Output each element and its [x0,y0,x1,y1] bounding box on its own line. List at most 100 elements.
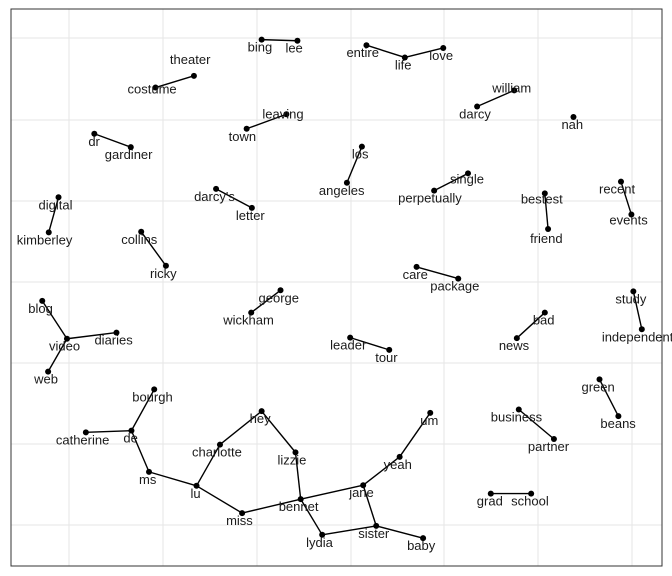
node-bing [258,36,265,43]
label-study: study [615,291,647,306]
node-diaries [113,329,120,336]
node-lydia [319,531,326,538]
label-independent: independent [602,329,672,344]
edge-video-web [47,338,68,372]
edge-hey-lizzie [261,410,297,453]
label-love: love [429,48,453,63]
label-bad: bad [533,313,555,328]
node-darcy's [213,185,220,192]
edge-recent-events [620,181,633,215]
node-darcy [474,103,481,110]
label-events: events [609,213,648,228]
edge-sister-jane [362,485,377,527]
label-friend: friend [530,231,563,246]
label-school: school [511,494,549,509]
edge-leaving-town [246,113,287,130]
node-collins [138,228,145,235]
node-bestest [541,190,548,197]
edge-jane-yeah [362,456,401,486]
label-lee: lee [285,41,302,56]
node-love [440,44,447,51]
node-ricky [162,262,169,269]
label-kimberley: kimberley [17,232,73,247]
label-perpetually: perpetually [398,191,462,206]
edge-lu-miss [196,485,243,514]
node-ms [146,468,153,475]
label-catherine: catherine [56,432,109,447]
label-hey: hey [250,411,271,426]
node-lu [193,482,200,489]
node-entire [363,42,370,49]
edge-video-diaries [66,331,117,340]
label-darcy: darcy [459,106,491,121]
label-los: los [352,147,369,162]
label-costume: costume [128,82,177,97]
node-baby [420,535,427,542]
label-george: george [259,290,299,305]
edge-de-ms [130,430,150,473]
node-um [427,409,434,416]
node-bourgh [151,386,158,393]
label-jane: jane [348,485,374,500]
edge-bourgh-de [130,389,155,431]
panel-border [10,8,663,567]
node-wickham [248,309,255,316]
node-recent [617,178,624,185]
edge-sister-baby [376,525,424,539]
label-bestest: bestest [521,191,563,206]
node-tour [386,346,393,353]
node-web [45,368,52,375]
node-sister [373,522,380,529]
node-costume [152,84,159,91]
node-events [628,211,635,218]
node-bennet [297,496,304,503]
label-grad: grad [477,494,503,509]
node-los [358,143,365,150]
label-blog: blog [28,301,53,316]
node-theater [190,72,197,79]
node-leader [347,334,354,341]
label-letter: letter [236,208,266,223]
label-lu: lu [191,486,201,501]
node-catherine [82,429,89,436]
label-sister: sister [358,526,390,541]
label-partner: partner [528,439,570,454]
label-digital: digital [39,197,73,212]
edge-los-angeles [346,146,363,184]
node-package [455,275,462,282]
label-business: business [491,409,543,424]
edge-ms-lu [148,471,197,487]
label-web: web [33,372,58,387]
label-bennet: bennet [279,499,319,514]
label-green: green [582,379,615,394]
edge-blog-video [41,300,68,340]
label-diaries: diaries [94,333,133,348]
label-lydia: lydia [306,535,334,550]
label-charlotte: charlotte [192,445,242,460]
edge-lydia-sister [322,525,377,536]
nodes [39,36,645,542]
label-leader: leader [330,338,367,353]
label-wickham: wickham [222,313,274,328]
node-nah [570,114,577,121]
node-hey [258,408,265,415]
label-recent: recent [599,182,636,197]
label-lizzie: lizzie [277,452,306,467]
label-nah: nah [561,117,583,132]
label-life: life [395,57,412,72]
node-bad [541,309,548,316]
node-jane [360,482,367,489]
label-dr: dr [88,134,100,149]
label-package: package [430,279,479,294]
node-dr [91,130,98,137]
edge-bennet-jane [300,484,364,500]
edge-study-independent [632,291,643,330]
node-care [413,263,420,270]
node-business [515,406,522,413]
node-gardiner [127,144,134,151]
node-kimberley [45,229,52,236]
node-lizzie [292,449,299,456]
edges [41,38,643,539]
